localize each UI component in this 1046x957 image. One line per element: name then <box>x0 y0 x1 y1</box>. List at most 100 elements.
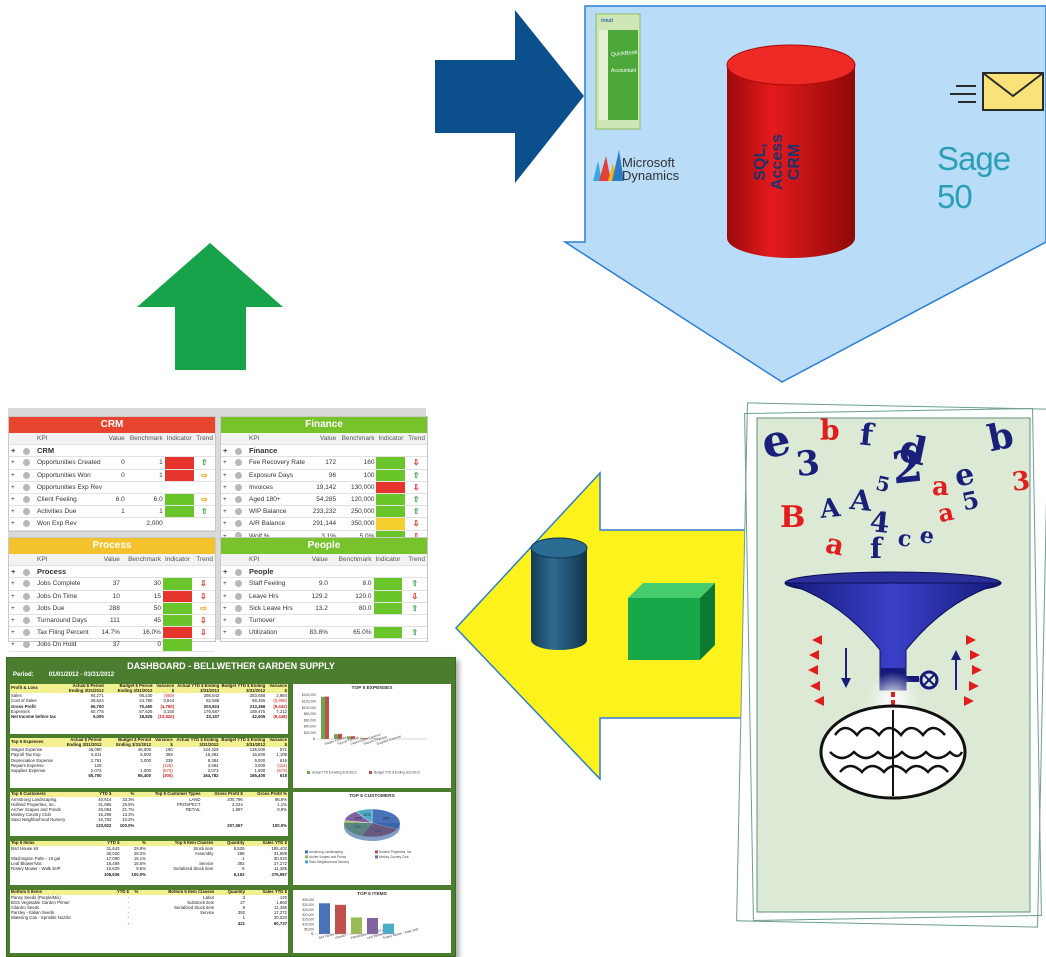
legend-label: Actual YTD $ Ending 3/31/2012 <box>312 771 357 775</box>
pie-label: 33% <box>383 817 390 821</box>
y-tick-label: $35,000 <box>302 898 314 902</box>
expense-bar <box>347 736 351 739</box>
expense-bar <box>334 734 338 739</box>
quickbooks-label: Intuit QuickBooks Accountant <box>596 0 597 1</box>
funnel-letter: b <box>820 414 840 447</box>
y-tick-label: $10,000 <box>302 922 314 926</box>
pie-slice <box>355 808 373 824</box>
expense-bar <box>364 738 368 739</box>
kpi-panel-title: CRM <box>9 417 215 433</box>
dashboard-period: Period: 01/01/2012 - 03/31/2012 <box>13 672 115 678</box>
y-tick-label: $30,000 <box>302 903 314 907</box>
expense-bar <box>360 737 364 739</box>
y-tick-label: $40,000 <box>304 725 316 729</box>
funnel-letter: c <box>896 525 913 553</box>
x-tick-label: <Blank> <box>334 933 346 940</box>
sql-cylinder <box>726 44 856 258</box>
legend-label: Archer Scapes and Ponds <box>309 855 346 859</box>
data-cylinder <box>530 537 588 650</box>
cylinder-label: SQL, Access CRM <box>752 133 803 191</box>
item-bar <box>367 917 378 934</box>
dashboard-title: DASHBOARD - BELLWETHER GARDEN SUPPLY <box>127 661 335 671</box>
funnel-letter: A <box>818 493 842 525</box>
funnel-letter: B <box>780 500 806 535</box>
blue-right-arrow <box>435 10 584 183</box>
y-tick-label: $20,000 <box>304 731 316 735</box>
funnel-brain-picture <box>736 402 1046 928</box>
item-bar <box>335 904 346 934</box>
legend-swatch <box>375 855 378 859</box>
legend-swatch <box>305 860 308 864</box>
y-tick-label: $15,000 <box>302 918 314 922</box>
svg-text:Accountant: Accountant <box>611 68 637 74</box>
microsoft-dynamics-logo <box>593 150 624 181</box>
top-expenses-chart: TOP 5 EXPENSES $140,000$120,000$100,000$… <box>293 684 451 788</box>
legend-swatch <box>305 850 308 854</box>
item-bar <box>383 923 394 934</box>
legend-swatch <box>305 855 308 859</box>
dashboard-report: DASHBOARD - BELLWETHER GARDEN SUPPLY Per… <box>6 657 456 957</box>
svg-text:intuit: intuit <box>601 18 614 24</box>
expense-bar <box>351 736 355 739</box>
microsoft-dynamics-label: Microsoft Dynamics <box>622 155 680 183</box>
x-tick-label: Repairs Expense <box>363 735 388 746</box>
y-tick-label: $20,000 <box>302 913 314 917</box>
expense-bar <box>325 696 329 739</box>
top-customers-chart: TOP 5 CUSTOMERS 33%25%22%13%10%Armstrong… <box>293 792 451 885</box>
legend-label: Armstrong Landscaping <box>309 850 343 854</box>
funnel-letter: A <box>848 482 874 519</box>
brain-icon <box>819 704 967 800</box>
pie-label: 10% <box>364 813 371 817</box>
kpi-panel-title: People <box>221 538 427 554</box>
x-tick-label: Wages Expense <box>324 735 347 746</box>
quickbooks-logo: intuit QuickBook Accountant <box>595 13 641 130</box>
kpi-row: +Turnover <box>221 614 427 628</box>
yellow-left-arrow <box>454 471 753 781</box>
green-up-arrow <box>137 243 283 370</box>
legend-label: Budget YTD $ Ending 3/31/2012 <box>374 771 420 775</box>
y-tick-label: $100,000 <box>302 706 316 710</box>
x-tick-label: Supplies Expense <box>376 734 402 746</box>
y-tick-label: $25,000 <box>302 908 314 912</box>
sage-50-logo: Sage 50 <box>937 140 1011 215</box>
funnel-letter: a <box>932 472 949 502</box>
kpi-panel-title: Process <box>9 538 215 554</box>
top-items-chart: TOP 5 ITEMS $35,000$30,000$25,000$20,000… <box>293 890 451 953</box>
